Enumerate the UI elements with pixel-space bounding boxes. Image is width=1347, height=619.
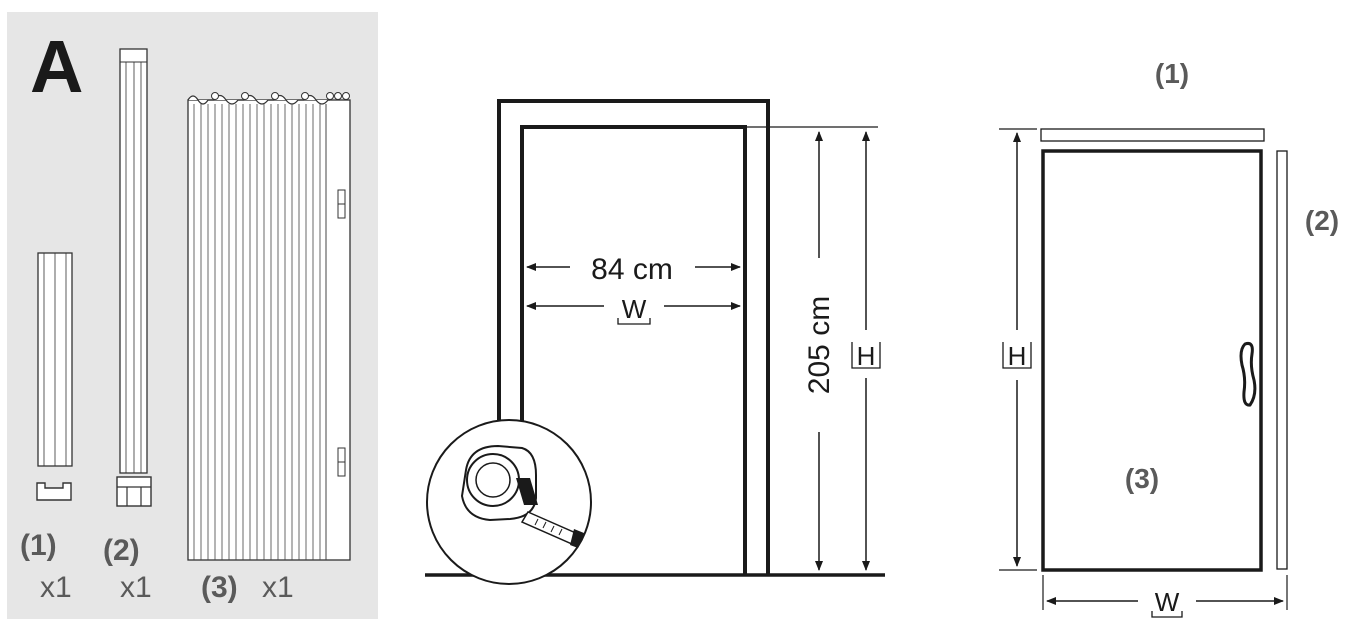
door-height-symbol: H bbox=[1008, 341, 1027, 371]
width-symbol: W bbox=[622, 294, 647, 324]
door-part-2-label: (2) bbox=[1305, 205, 1339, 236]
part-2-quantity: x1 bbox=[120, 571, 152, 604]
door-width-symbol-bracket bbox=[1151, 611, 1183, 618]
door-handle-icon bbox=[1239, 342, 1257, 407]
part-2-label: (2) bbox=[103, 534, 140, 567]
door-part-1-label: (1) bbox=[1155, 58, 1189, 89]
part-1-label: (1) bbox=[20, 529, 57, 562]
part-3-folding-door-panel bbox=[187, 92, 351, 561]
door-width-symbol: W bbox=[1155, 587, 1180, 617]
part-1-profile-icon bbox=[36, 482, 72, 501]
side-jamb bbox=[1276, 150, 1288, 570]
top-track bbox=[1040, 128, 1265, 142]
parts-panel: A (1) x1 (2) x1 bbox=[7, 12, 378, 619]
part-1-track bbox=[37, 252, 73, 467]
door-panel bbox=[1041, 149, 1263, 572]
width-symbol-bracket bbox=[617, 318, 651, 325]
part-2-profile-icon bbox=[116, 476, 152, 507]
width-measurement: 84 cm bbox=[591, 253, 673, 286]
door-part-3-label: (3) bbox=[1125, 463, 1159, 494]
tape-measure-icon bbox=[426, 419, 592, 585]
part-1-quantity: x1 bbox=[40, 571, 72, 604]
parts-panel-letter: A bbox=[30, 25, 83, 108]
height-measurement: 205 cm bbox=[803, 296, 836, 394]
part-3-label: (3) bbox=[201, 571, 238, 604]
height-symbol: H bbox=[857, 341, 876, 371]
part-3-quantity: x1 bbox=[262, 571, 294, 604]
door-opening bbox=[520, 125, 747, 575]
door-height-symbol-bracket bbox=[1002, 342, 1032, 369]
door-parts-diagram: (1) (2) (3) H W bbox=[999, 58, 1339, 618]
measure-opening-diagram: 84 cm W 205 cm H bbox=[425, 99, 885, 585]
door-frame-outer bbox=[497, 99, 770, 575]
height-symbol-bracket bbox=[851, 342, 881, 369]
part-2-jamb bbox=[119, 48, 148, 474]
